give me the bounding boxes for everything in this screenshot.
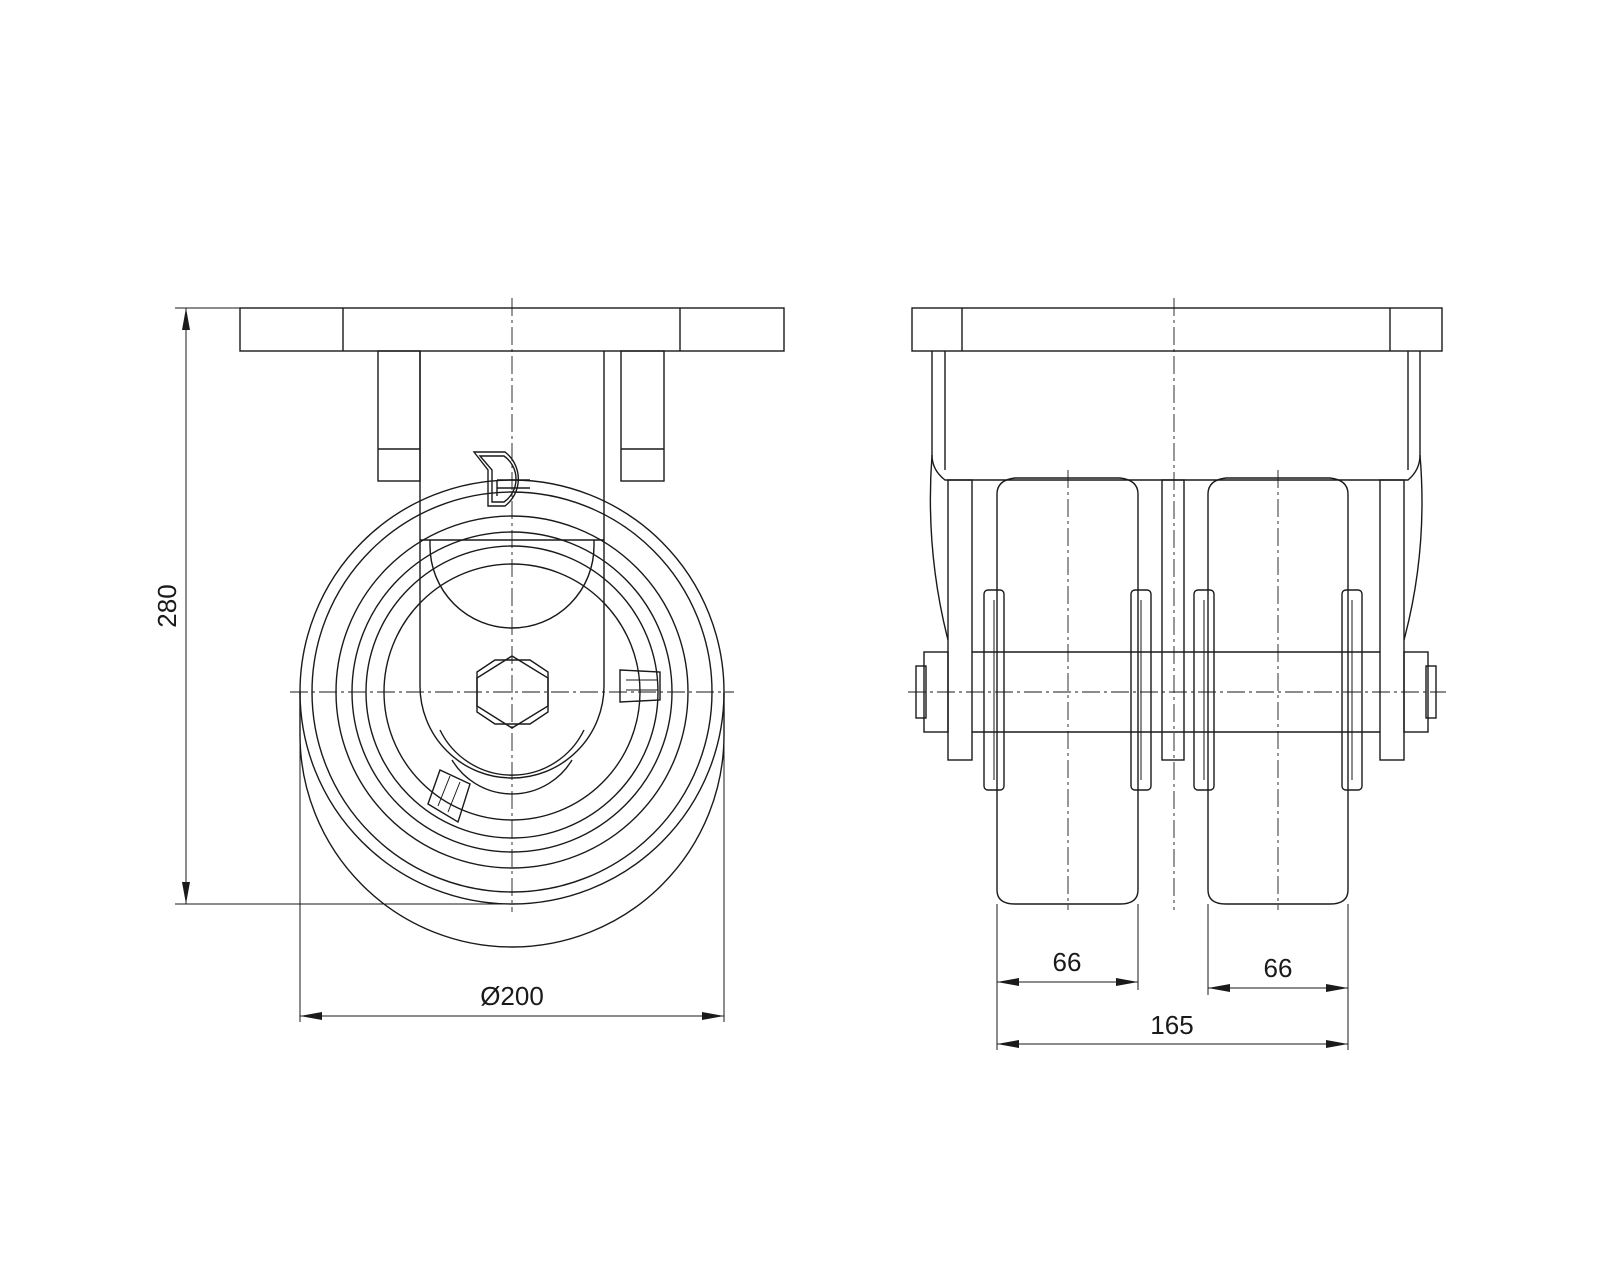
right-wheel-width-dimension: 66 — [1207, 904, 1349, 1050]
right-wheel-width-label: 66 — [1264, 953, 1293, 983]
side-fork-plates — [947, 479, 1405, 761]
side-centerlines — [908, 298, 1446, 910]
front-grease-fittings — [427, 669, 661, 824]
height-dimension-label: 280 — [152, 584, 182, 627]
front-side-brackets — [377, 350, 665, 482]
front-centerlines — [290, 298, 734, 912]
brand-logo — [472, 451, 530, 507]
side-left-wheel — [983, 477, 1152, 905]
overall-width-dimension: 165 — [997, 1010, 1348, 1048]
left-wheel-width-dimension: 66 — [996, 904, 1139, 1050]
side-right-wheel — [1193, 477, 1363, 905]
left-wheel-width-label: 66 — [1053, 947, 1082, 977]
front-view: 280 Ø200 — [152, 298, 785, 1022]
side-view: 66 66 165 — [908, 298, 1446, 1050]
side-top-plate — [911, 307, 1443, 352]
overall-width-label: 165 — [1150, 1010, 1193, 1040]
diameter-dimension-label: Ø200 — [480, 981, 544, 1011]
diameter-dimension: Ø200 — [299, 735, 725, 1022]
height-dimension: 280 — [152, 307, 512, 905]
